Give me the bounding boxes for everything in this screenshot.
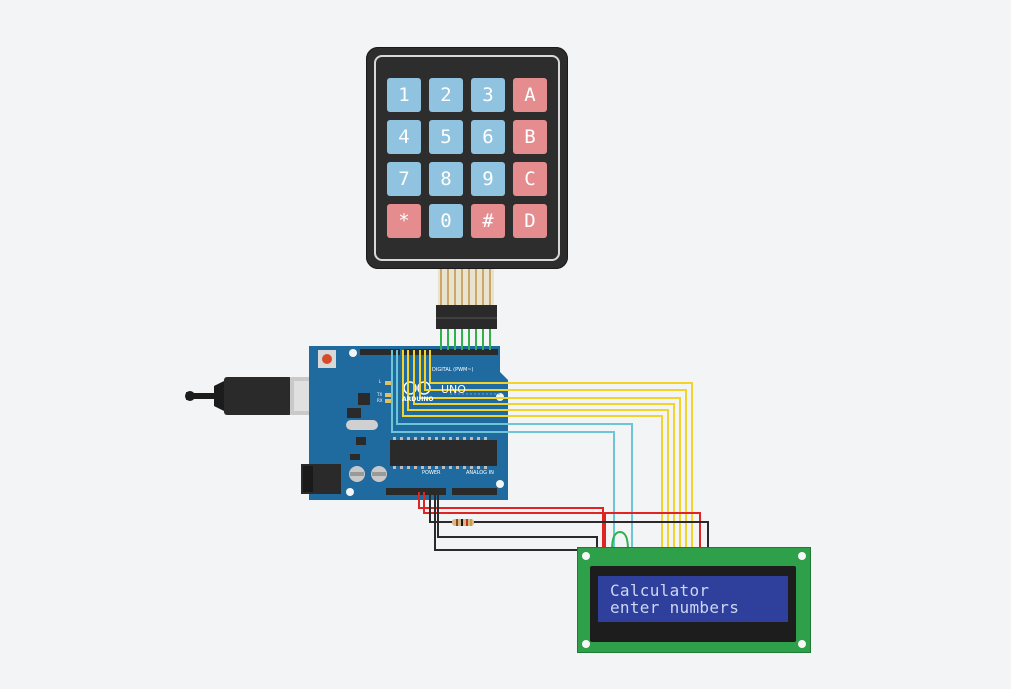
key-8[interactable]: 8 [429, 162, 463, 196]
lcd-line-1: Calculator [610, 581, 710, 600]
lcd-line-2: enter numbers [610, 598, 740, 617]
resistor[interactable] [452, 519, 474, 526]
rx-led-label: RX [377, 398, 383, 403]
key-c[interactable]: C [513, 162, 547, 196]
mount-hole [798, 552, 806, 560]
key-d[interactable]: D [513, 204, 547, 238]
contrast-jumper-wire[interactable] [611, 530, 629, 551]
mount-hole [582, 640, 590, 648]
lcd-control-wires[interactable] [391, 350, 633, 550]
key-7[interactable]: 7 [387, 162, 421, 196]
key-4[interactable]: 4 [387, 120, 421, 154]
analog-header-label: ANALOG IN [466, 470, 494, 476]
mount-hole [582, 552, 590, 560]
key-5[interactable]: 5 [429, 120, 463, 154]
key-2[interactable]: 2 [429, 78, 463, 112]
key-0[interactable]: 0 [429, 204, 463, 238]
lcd-16x2-module[interactable]: Calculator enter numbers [577, 547, 811, 653]
l-led-label: L [379, 379, 382, 384]
key-a[interactable]: A [513, 78, 547, 112]
mount-hole [798, 640, 806, 648]
keypad-connector[interactable] [436, 305, 497, 329]
key-3[interactable]: 3 [471, 78, 505, 112]
keypad-4x4[interactable]: 1 2 3 A 4 5 6 B 7 8 9 C * 0 # D [366, 47, 568, 269]
power-wires[interactable] [418, 492, 709, 551]
arduino-brand-label: ARDUINO [402, 396, 434, 403]
usb-cable[interactable] [185, 377, 320, 415]
keypad-data-wires[interactable] [440, 329, 491, 350]
power-header-label: POWER [422, 470, 441, 476]
key-9[interactable]: 9 [471, 162, 505, 196]
key-6[interactable]: 6 [471, 120, 505, 154]
lcd-bezel: Calculator enter numbers [590, 566, 796, 642]
key-1[interactable]: 1 [387, 78, 421, 112]
key-hash[interactable]: # [471, 204, 505, 238]
lcd-data-wires[interactable] [402, 350, 693, 550]
keypad-frame [374, 55, 560, 261]
key-star[interactable]: * [387, 204, 421, 238]
lcd-screen: Calculator enter numbers [598, 576, 788, 622]
key-b[interactable]: B [513, 120, 547, 154]
digital-header-label: DIGITAL (PWM~) [432, 367, 474, 373]
tx-led-label: TX [377, 392, 383, 397]
keypad-ribbon-cable [438, 267, 494, 307]
arduino-model-label: UNO [441, 383, 466, 396]
